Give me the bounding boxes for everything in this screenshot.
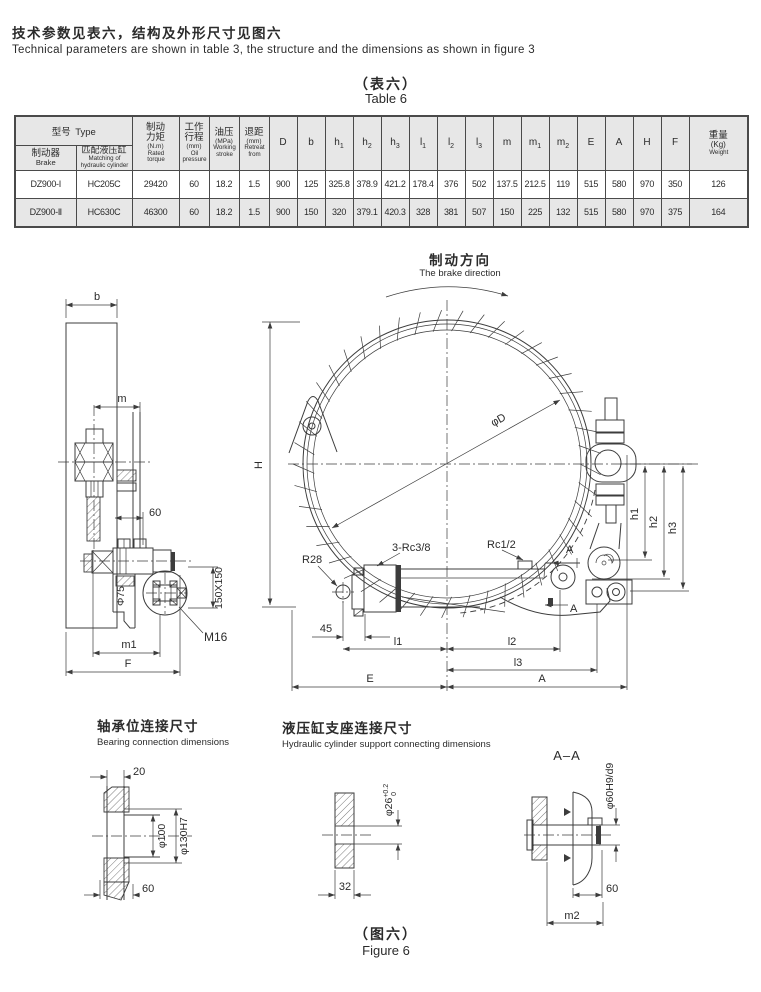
dim-l3: l3 [514, 657, 523, 669]
dim-F: F [125, 658, 132, 670]
label-rc38: 3-Rc3/8 [392, 542, 431, 554]
dim-32: 32 [339, 881, 351, 893]
dim-phi75: Φ75 [115, 586, 127, 606]
th-m: m [492, 115, 522, 171]
dim-m1: m1 [121, 639, 136, 651]
dim-phi60: φ60H9/d9 [604, 763, 616, 810]
dim-60-section: 60 [606, 883, 618, 895]
side-view: b m 60 [58, 291, 228, 676]
label-r28: R28 [302, 554, 322, 566]
table-title-zh: （表六） [354, 76, 418, 92]
table-title: （表六） Table 6 [0, 76, 761, 107]
dim-phi26: φ26+0.20 [383, 784, 398, 816]
section-aa-title: A–A [553, 748, 581, 763]
dim-m2: m2 [564, 910, 579, 922]
brake-direction-label: 制动方向 The brake direction [419, 253, 501, 279]
dim-m16: M16 [204, 630, 228, 644]
figure-caption: （图六） Figure 6 [354, 926, 418, 958]
rim-tick-marks [292, 309, 601, 619]
dim-20: 20 [133, 766, 145, 778]
th-A: A [604, 115, 634, 171]
dim-l2: l2 [508, 636, 517, 648]
dim-h3: h3 [667, 522, 679, 534]
dim-A: A [538, 673, 546, 685]
dim-phi130h7: φ130H7 [178, 817, 190, 855]
dim-60-bearing: 60 [142, 883, 154, 895]
front-view: φD H [253, 286, 700, 692]
dim-phiD: φD [489, 411, 508, 429]
th-F: F [660, 115, 690, 171]
dim-h1: h1 [629, 508, 641, 520]
th-H: H [632, 115, 662, 171]
support-caption: 液压缸支座连接尺寸 Hydraulic cylinder support con… [282, 721, 491, 750]
dim-60-side: 60 [149, 507, 161, 519]
th-m1: m1 [520, 115, 550, 171]
page-title-zh: 技术参数见表六，结构及外形尺寸见图六 [12, 26, 282, 41]
th-l2: l2 [436, 115, 466, 171]
th-h3: h3 [380, 115, 410, 171]
th-b: b [296, 115, 326, 171]
bearing-caption: 轴承位连接尺寸 Bearing connection dimensions [97, 719, 230, 748]
dim-E: E [366, 673, 373, 685]
label-rc12: Rc1/2 [487, 539, 516, 551]
th-l1: l1 [408, 115, 438, 171]
dim-l1: l1 [394, 636, 403, 648]
table-title-en: Table 6 [365, 91, 407, 107]
section-aa-view: A–A φ60H9/d9 60 [524, 748, 620, 926]
dim-45: 45 [320, 623, 332, 635]
th-l3: l3 [464, 115, 494, 171]
th-type: 型号 Type [14, 115, 133, 146]
bearing-view: 20 φ100 φ130H7 60 [84, 766, 192, 901]
dim-H: H [253, 461, 265, 469]
dim-150x150: 150X150 [213, 567, 225, 609]
support-view: φ26+0.20 32 [318, 784, 402, 899]
page-title-en: Technical parameters are shown in table … [12, 44, 535, 56]
dim-b: b [94, 291, 100, 303]
dim-m: m [117, 393, 126, 405]
dim-phi100: φ100 [156, 824, 168, 848]
section-a-bottom: A [570, 603, 578, 615]
dim-h2: h2 [648, 516, 660, 528]
th-D: D [268, 115, 298, 171]
th-h2: h2 [352, 115, 382, 171]
th-weight: 重量(Kg)Weight [688, 115, 749, 171]
section-a-top: A [566, 544, 574, 556]
